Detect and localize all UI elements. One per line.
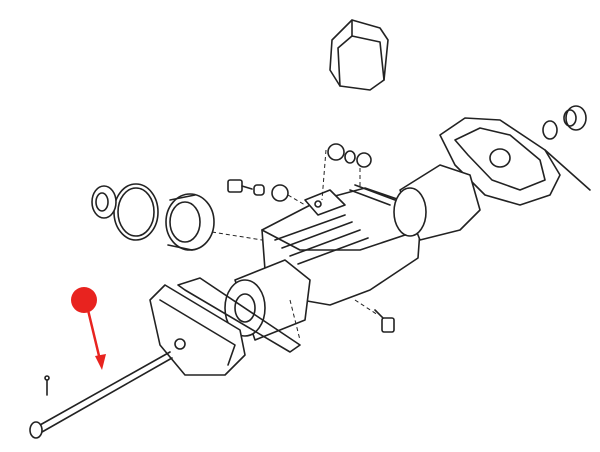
highlight-marker [71, 287, 106, 370]
o-ring-small [542, 120, 558, 140]
highlight-arrow-shaft [86, 309, 102, 361]
retaining-nut [91, 185, 117, 219]
gasket-frame [177, 277, 301, 353]
washer-stack [327, 143, 372, 168]
bulb-socket [165, 193, 215, 251]
cap-nut [563, 105, 587, 131]
long-screw-rod [29, 351, 173, 439]
lower-bolt [374, 309, 395, 333]
right-cylinder [393, 164, 481, 241]
mounting-bolt [227, 179, 289, 202]
highlight-arrow-head [95, 354, 106, 370]
front-lens-cover [149, 284, 246, 376]
highlight-dot [71, 287, 97, 313]
small-pin [44, 375, 50, 396]
rubber-boot-part [329, 19, 389, 91]
assembly-guide-lines [211, 149, 379, 341]
o-ring-large [113, 183, 159, 241]
